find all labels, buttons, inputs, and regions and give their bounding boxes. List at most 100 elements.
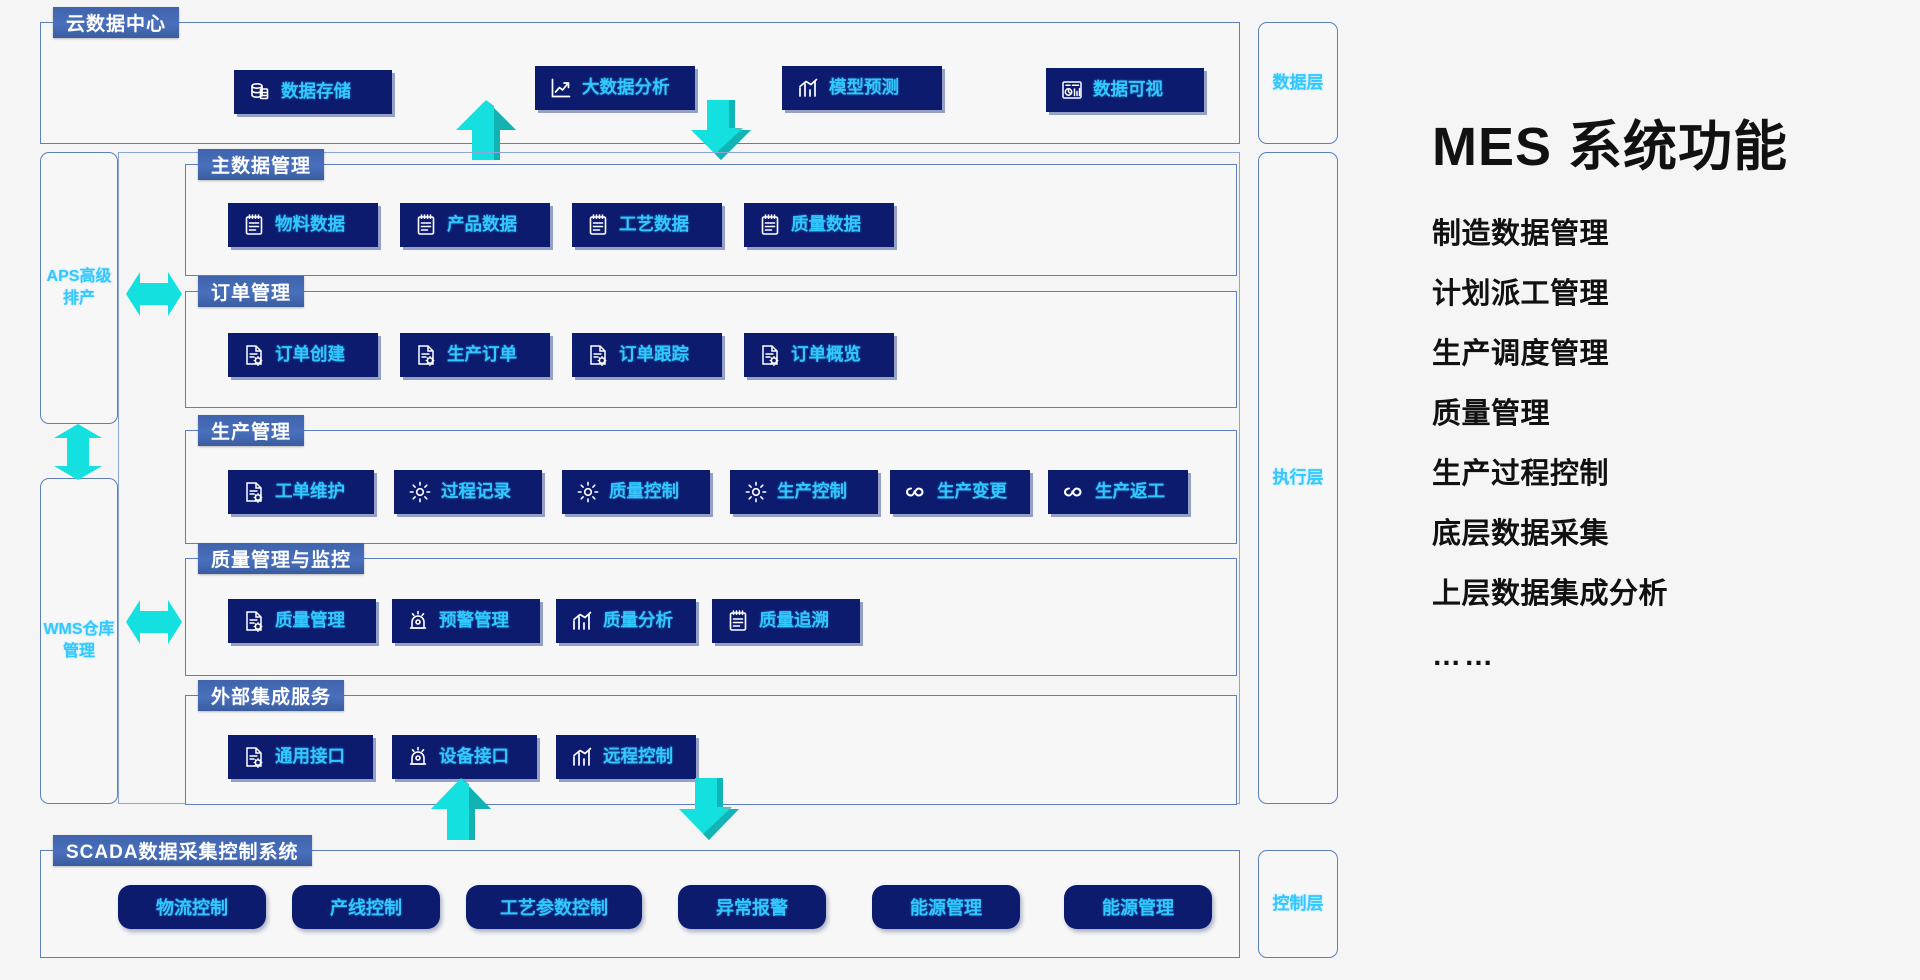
chip-order-tracking[interactable]: 订单跟踪 xyxy=(572,333,722,377)
chip-quality-data[interactable]: 质量数据 xyxy=(744,203,894,247)
feature-ellipsis: …… xyxy=(1432,640,1496,672)
feature-item-quality-management: 质量管理 xyxy=(1432,398,1551,430)
production-management-title: 生产管理 xyxy=(198,415,305,446)
pill-energy-management-2[interactable]: 能源管理 xyxy=(1064,885,1212,929)
chip-label: 订单创建 xyxy=(275,344,345,365)
pill-label: 异常报警 xyxy=(716,898,788,918)
database-icon xyxy=(248,80,272,104)
pill-label: 能源管理 xyxy=(1102,898,1174,918)
clipboard-list-icon xyxy=(586,213,610,237)
chip-quality-management[interactable]: 质量管理 xyxy=(228,599,376,643)
document-gear-icon xyxy=(758,343,782,367)
document-gear-icon xyxy=(242,745,266,769)
chip-production-order[interactable]: 生产订单 xyxy=(400,333,550,377)
master-data-title: 主数据管理 xyxy=(198,149,325,180)
layer-label: 数据层 xyxy=(1272,72,1324,92)
bar-trend-icon xyxy=(570,609,594,633)
chip-label: 生产变更 xyxy=(937,481,1007,502)
chip-quality-control[interactable]: 质量控制 xyxy=(562,470,710,514)
feature-item-process-control: 生产过程控制 xyxy=(1432,458,1610,490)
chip-process-data[interactable]: 工艺数据 xyxy=(572,203,722,247)
chip-label: 物料数据 xyxy=(275,214,345,235)
chip-label: 质量控制 xyxy=(609,481,679,502)
chip-label: 生产控制 xyxy=(777,481,847,502)
chart-trend-icon xyxy=(549,76,573,100)
chip-process-record[interactable]: 过程记录 xyxy=(394,470,542,514)
chip-work-order-maintenance[interactable]: 工单维护 xyxy=(228,470,374,514)
pill-logistics-control[interactable]: 物流控制 xyxy=(118,885,266,929)
scada-title: SCADA数据采集控制系统 xyxy=(53,835,312,866)
external-services-title: 外部集成服务 xyxy=(198,680,345,711)
chip-product-data[interactable]: 产品数据 xyxy=(400,203,550,247)
feature-item-production-scheduling: 生产调度管理 xyxy=(1432,338,1610,370)
side-system-label: APS高级排产 xyxy=(46,267,112,307)
chip-label: 远程控制 xyxy=(603,746,673,767)
pill-label: 能源管理 xyxy=(910,898,982,918)
arrow-down-to-scada xyxy=(678,778,740,840)
side-system-aps[interactable]: APS高级排产 xyxy=(40,152,118,424)
layer-data: 数据层 xyxy=(1258,22,1338,144)
document-gear-icon xyxy=(242,343,266,367)
chip-order-create[interactable]: 订单创建 xyxy=(228,333,378,377)
cloud-data-center-title: 云数据中心 xyxy=(53,7,180,38)
document-gear-icon xyxy=(242,480,266,504)
chip-order-overview[interactable]: 订单概览 xyxy=(744,333,894,377)
chip-remote-control[interactable]: 远程控制 xyxy=(556,735,696,779)
pill-abnormal-alarm[interactable]: 异常报警 xyxy=(678,885,826,929)
order-management-title: 订单管理 xyxy=(198,276,305,307)
infinity-icon xyxy=(904,480,928,504)
chip-quality-analysis[interactable]: 质量分析 xyxy=(556,599,696,643)
chip-device-interface[interactable]: 设备接口 xyxy=(392,735,537,779)
pill-energy-management-1[interactable]: 能源管理 xyxy=(872,885,1020,929)
chip-label: 过程记录 xyxy=(441,481,511,502)
chip-material-data[interactable]: 物料数据 xyxy=(228,203,378,247)
chip-production-rework[interactable]: 生产返工 xyxy=(1048,470,1188,514)
clipboard-list-icon xyxy=(242,213,266,237)
chip-data-visualization[interactable]: 数据可视 xyxy=(1046,68,1204,112)
chip-label: 质量分析 xyxy=(603,610,673,631)
feature-item-data-acquisition: 底层数据采集 xyxy=(1432,518,1610,550)
chip-label: 生产返工 xyxy=(1095,481,1165,502)
chip-generic-interface[interactable]: 通用接口 xyxy=(228,735,373,779)
chip-label: 产品数据 xyxy=(447,214,517,235)
mes-feature-panel: MES 系统功能 制造数据管理 计划派工管理 生产调度管理 质量管理 生产过程控… xyxy=(1432,120,1902,673)
layer-execution: 执行层 xyxy=(1258,152,1338,804)
pill-line-control[interactable]: 产线控制 xyxy=(292,885,440,929)
chip-quality-trace[interactable]: 质量追溯 xyxy=(712,599,860,643)
chip-label: 工艺数据 xyxy=(619,214,689,235)
chip-production-change[interactable]: 生产变更 xyxy=(890,470,1030,514)
gear-icon xyxy=(744,480,768,504)
chip-label: 模型预测 xyxy=(829,77,899,98)
page-title: MES 系统功能 xyxy=(1432,117,1789,177)
pill-process-parameter-control[interactable]: 工艺参数控制 xyxy=(466,885,642,929)
chip-label: 预警管理 xyxy=(439,610,509,631)
pill-label: 工艺参数控制 xyxy=(500,898,608,918)
bar-trend-icon xyxy=(796,76,820,100)
alarm-light-icon xyxy=(406,609,430,633)
chip-label: 生产订单 xyxy=(447,344,517,365)
chip-label: 大数据分析 xyxy=(582,77,670,98)
layer-label: 控制层 xyxy=(1272,893,1324,913)
chip-model-prediction[interactable]: 模型预测 xyxy=(782,66,942,110)
chip-alarm-management[interactable]: 预警管理 xyxy=(392,599,540,643)
clipboard-list-icon xyxy=(726,609,750,633)
chip-label: 数据存储 xyxy=(281,81,351,102)
chip-data-storage[interactable]: 数据存储 xyxy=(234,70,392,114)
arrow-down-from-cloud xyxy=(690,100,752,160)
chip-label: 订单概览 xyxy=(791,344,861,365)
document-gear-icon xyxy=(414,343,438,367)
side-system-label: WMS仓库管理 xyxy=(43,620,115,660)
chip-label: 订单跟踪 xyxy=(619,344,689,365)
chip-production-control[interactable]: 生产控制 xyxy=(730,470,878,514)
side-system-wms[interactable]: WMS仓库管理 xyxy=(40,478,118,804)
feature-item-plan-dispatch: 计划派工管理 xyxy=(1432,278,1610,310)
dashboard-icon xyxy=(1060,78,1084,102)
chip-label: 质量管理 xyxy=(275,610,345,631)
chip-big-data-analysis[interactable]: 大数据分析 xyxy=(535,66,695,110)
feature-item-manufacturing-data: 制造数据管理 xyxy=(1432,218,1610,250)
pill-label: 产线控制 xyxy=(330,898,402,918)
feature-item-data-integration: 上层数据集成分析 xyxy=(1432,578,1669,610)
chip-label: 工单维护 xyxy=(275,481,345,502)
gear-icon xyxy=(408,480,432,504)
